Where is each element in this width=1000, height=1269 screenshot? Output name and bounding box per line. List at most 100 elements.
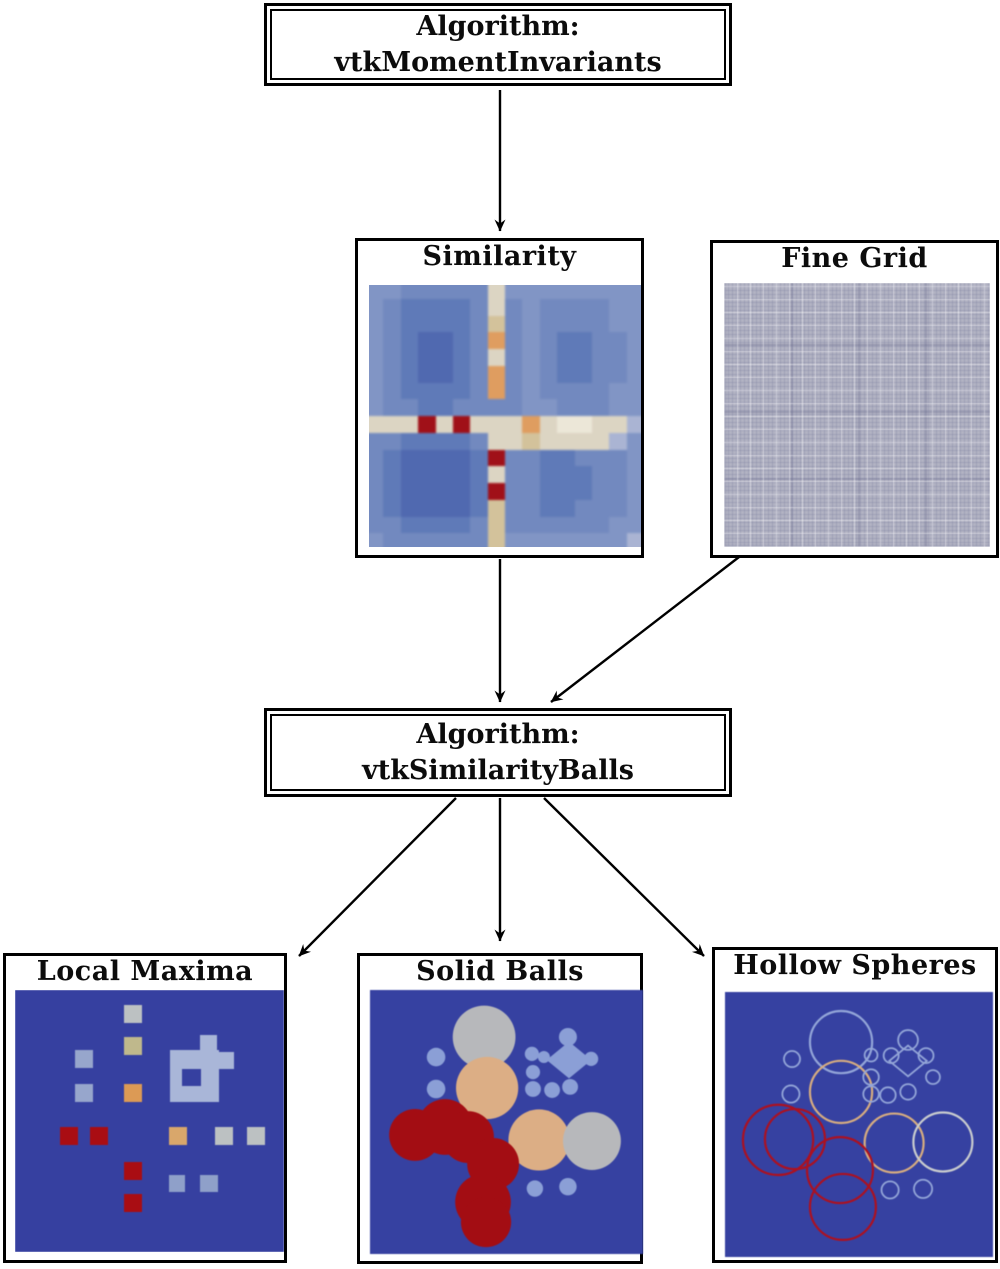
heatmap-cell [574, 466, 592, 483]
heatmap-cell [574, 483, 592, 500]
heatmap-cell [626, 285, 641, 299]
heatmap-cell [505, 416, 523, 433]
fine-grid-texture [724, 283, 990, 547]
similarity-heatmap-image [369, 285, 641, 547]
heatmap-cell [557, 365, 575, 383]
node-title-line2: vtkSimilarityBalls [362, 754, 634, 786]
heatmap-cell [487, 399, 505, 416]
heatmap-cell [452, 416, 471, 433]
maxima-square [59, 1127, 78, 1146]
node-title-line2: vtkMomentInvariants [334, 46, 662, 78]
heatmap-cell [522, 533, 540, 547]
heatmap-cell [609, 533, 627, 547]
node-hollow-spheres: Hollow Spheres [712, 947, 998, 1263]
heatmap-cell [487, 332, 505, 349]
heatmap-cell [609, 432, 627, 450]
solid-ball [559, 1177, 577, 1196]
maxima-square [123, 1036, 142, 1055]
arrow-vtksimilarityballs-to-hollow-spheres [543, 797, 705, 957]
maxima-square [200, 1035, 217, 1053]
heatmap-cell [470, 349, 488, 366]
heatmap-cell [452, 349, 471, 366]
solid-ball [544, 1082, 561, 1098]
heatmap-cell [609, 449, 627, 467]
heatmap-cell [574, 516, 592, 534]
heatmap-cell [418, 298, 436, 316]
heatmap-cell [400, 382, 419, 400]
hollow-sphere [741, 1103, 815, 1177]
heatmap-cell [418, 315, 436, 333]
heatmap-cell [522, 298, 540, 316]
node-local-maxima: Local Maxima [3, 953, 287, 1263]
similarity-title: Similarity [422, 241, 577, 272]
heatmap-cell [487, 483, 505, 500]
heatmap-cell [539, 298, 558, 316]
heatmap-cell [591, 365, 610, 383]
heatmap-cell [383, 499, 401, 517]
heatmap-cell [369, 449, 384, 467]
heatmap-cell [452, 516, 471, 534]
maxima-square [123, 1084, 142, 1103]
heatmap-cell [452, 466, 471, 483]
hollow-sphere [808, 1059, 874, 1125]
heatmap-cell [400, 298, 419, 316]
heatmap-cell [470, 365, 488, 383]
heatmap-cell [505, 349, 523, 366]
heatmap-cell [452, 399, 471, 416]
heatmap-cell [626, 466, 641, 483]
heatmap-cell [505, 516, 523, 534]
heatmap-cell [383, 533, 401, 547]
heatmap-cell [557, 285, 575, 299]
heatmap-cell [383, 382, 401, 400]
heatmap-cell [522, 285, 540, 299]
heatmap-cell [539, 483, 558, 500]
heatmap-cell [505, 466, 523, 483]
heatmap-cell [487, 499, 505, 517]
hollow-spheres-image [725, 992, 993, 1257]
heatmap-cell [452, 365, 471, 383]
heatmap-cell [626, 349, 641, 366]
heatmap-cell [369, 399, 384, 416]
heatmap-cell [626, 332, 641, 349]
heatmap-cell [400, 416, 419, 433]
heatmap-cell [557, 466, 575, 483]
heatmap-cell [522, 332, 540, 349]
heatmap-cell [369, 533, 384, 547]
heatmap-cell [609, 516, 627, 534]
solid-ball [562, 1078, 579, 1095]
heatmap-cell [418, 285, 436, 299]
heatmap-cell [557, 432, 575, 450]
heatmap-cell [418, 516, 436, 534]
heatmap-cell [522, 449, 540, 467]
heatmap-cell [574, 298, 592, 316]
heatmap-cell [626, 533, 641, 547]
maxima-square [74, 1084, 93, 1103]
heatmap-cell [557, 315, 575, 333]
hollow-sphere [863, 1047, 879, 1063]
heatmap-cell [418, 449, 436, 467]
heatmap-cell [539, 466, 558, 483]
heatmap-cell [557, 298, 575, 316]
heatmap-cell [522, 382, 540, 400]
heatmap-cell [400, 285, 419, 299]
hollow-sphere [781, 1084, 801, 1104]
heatmap-cell [609, 416, 627, 433]
hollow-sphere [897, 1029, 919, 1051]
heatmap-cell [470, 449, 488, 467]
heatmap-cell [400, 349, 419, 366]
heatmap-cell [557, 332, 575, 349]
maxima-square [123, 1004, 142, 1023]
heatmap-cell [400, 466, 419, 483]
heatmap-cell [574, 449, 592, 467]
heatmap-cell [522, 432, 540, 450]
solid-ball [563, 1112, 621, 1170]
heatmap-cell [487, 298, 505, 316]
heatmap-cell [591, 449, 610, 467]
heatmap-cell [452, 432, 471, 450]
heatmap-cell [505, 285, 523, 299]
heatmap-cell [626, 483, 641, 500]
heatmap-cell [574, 349, 592, 366]
heatmap-cell [539, 416, 558, 433]
heatmap-cell [522, 315, 540, 333]
heatmap-cell [400, 516, 419, 534]
